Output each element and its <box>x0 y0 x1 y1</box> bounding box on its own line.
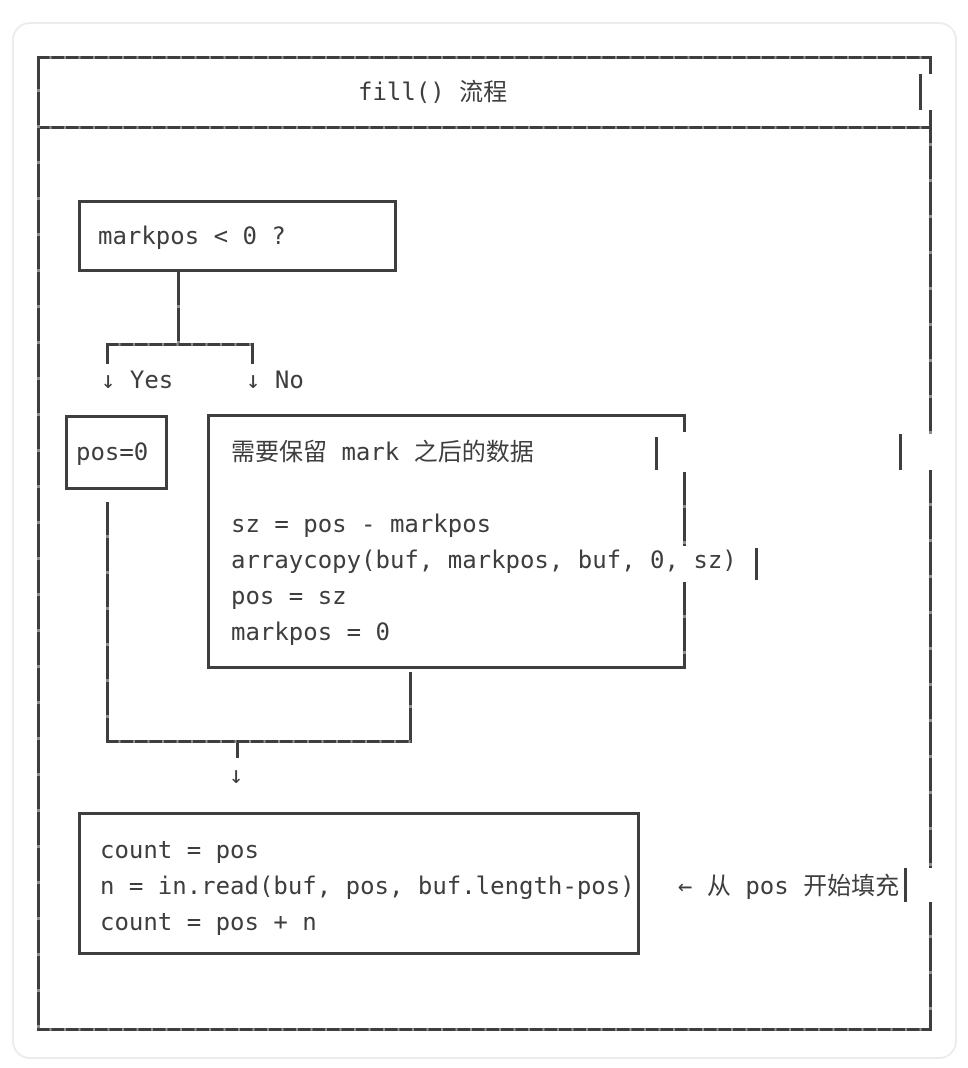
stray-border-bar-annotation-row <box>904 868 907 902</box>
stray-border-bar-title-row <box>919 74 922 110</box>
outer-frame-bottom-border <box>37 1028 932 1031</box>
no-branch-connector-line <box>409 672 412 743</box>
fill-annotation: ← 从 pos 开始填充 <box>678 872 900 900</box>
outer-frame-top-border <box>37 56 932 59</box>
fill-box <box>78 812 640 955</box>
branch-yes-label: ↓ Yes <box>101 366 174 394</box>
fill-box-code-line: count = pos + n <box>100 908 317 936</box>
no-box-code-line: sz = pos - markpos <box>231 510 492 538</box>
yes-box <box>65 415 168 490</box>
yes-branch-connector-line <box>106 502 109 743</box>
outer-frame-right-border-segment <box>929 902 932 1031</box>
fill-box-code-line: n = in.read(buf, pos, buf.length-pos) <box>100 872 635 900</box>
no-box-comment: 需要保留 mark 之后的数据 <box>231 438 534 466</box>
branch-left-stub <box>106 343 109 364</box>
no-box-right-border-segment <box>683 414 686 432</box>
outer-frame-right-border-segment <box>929 56 932 74</box>
outer-frame-right-border-segment <box>929 470 932 868</box>
no-box <box>207 414 686 669</box>
merge-arrow: ↓ <box>229 761 244 789</box>
outer-frame-left-border <box>37 56 40 1031</box>
merge-horizontal-line <box>106 740 412 743</box>
merge-stub <box>236 743 239 758</box>
stray-border-bar-comment-row <box>899 434 902 470</box>
decision-box-text: markpos < 0 ? <box>98 222 286 250</box>
decision-box <box>78 200 397 272</box>
stray-border-bar-arraycopy-row <box>755 548 758 580</box>
outer-frame-right-border-segment <box>929 110 932 434</box>
no-box-code-line: pos = sz <box>231 582 347 610</box>
no-box-right-border-segment <box>683 582 686 669</box>
decision-connector-line <box>177 272 180 344</box>
branch-horizontal-line <box>106 343 254 346</box>
branch-right-stub <box>251 343 254 364</box>
no-box-code-line: markpos = 0 <box>231 618 390 646</box>
title-separator-line <box>37 126 932 129</box>
fill-box-code-line: count = pos <box>100 836 259 864</box>
diagram-title: fill() 流程 <box>358 78 508 106</box>
yes-box-text: pos=0 <box>76 438 149 466</box>
no-box-right-border-segment <box>683 472 686 546</box>
branch-no-label: ↓ No <box>246 366 304 394</box>
diagram-card <box>12 22 957 1059</box>
no-box-code-line: arraycopy(buf, markpos, buf, 0, sz) <box>231 546 737 574</box>
stray-border-bar-inside-no-box <box>655 437 658 470</box>
